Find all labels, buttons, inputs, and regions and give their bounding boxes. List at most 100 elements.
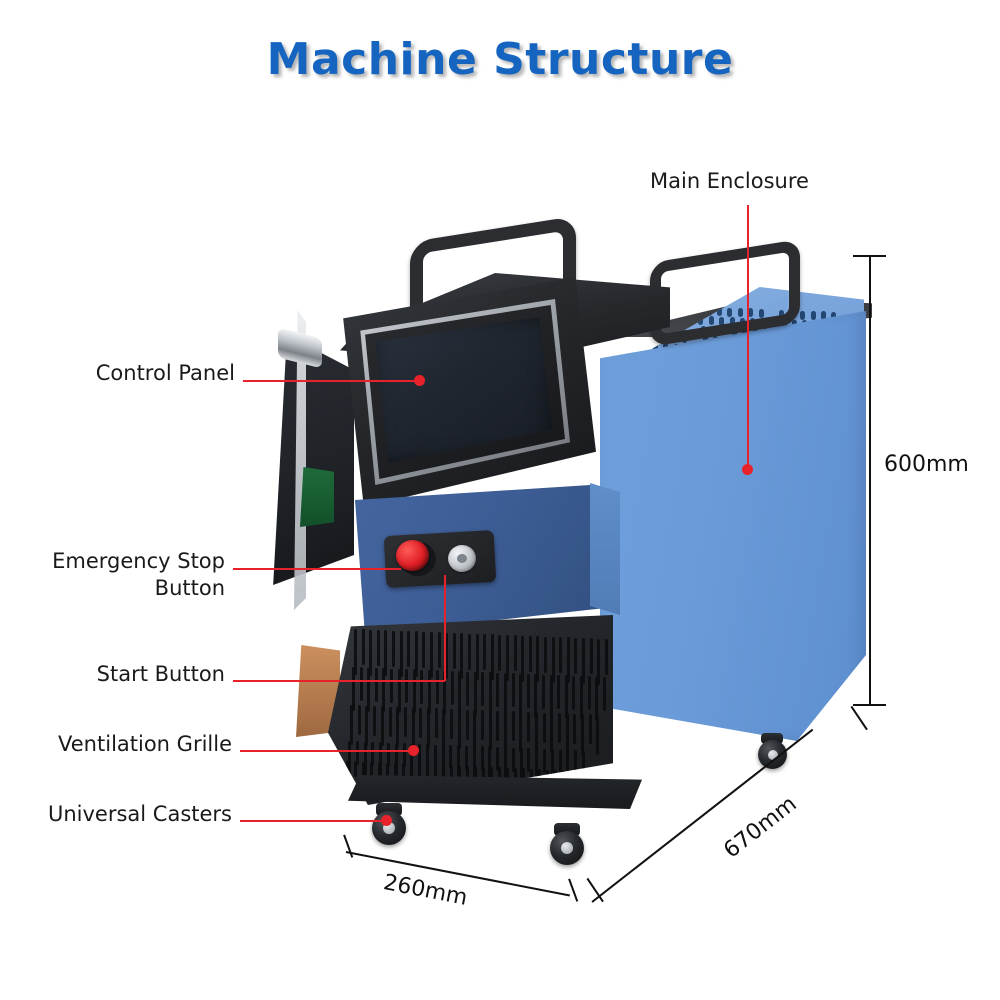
ventilation-slot bbox=[411, 707, 415, 748]
ventilation-slot bbox=[536, 636, 540, 683]
enclosure-perforation bbox=[632, 341, 638, 351]
ventilation-slot bbox=[450, 708, 454, 739]
ventilation-slot bbox=[380, 706, 384, 747]
ventilation-slot bbox=[412, 669, 416, 714]
chrome-connector-port bbox=[278, 327, 322, 369]
dimension-label-width: 260mm bbox=[381, 870, 470, 911]
ventilation-slot bbox=[433, 744, 437, 769]
ventilation-slot bbox=[373, 705, 377, 736]
ventilation-slot bbox=[426, 744, 429, 779]
ventilation-slot bbox=[473, 671, 477, 716]
ventilation-slot bbox=[346, 761, 349, 787]
ventilation-slot bbox=[397, 668, 401, 713]
ventilation-slot bbox=[565, 713, 569, 754]
ventilation-slot bbox=[428, 670, 431, 714]
ventilation-slot bbox=[361, 629, 365, 666]
ventilation-slot bbox=[445, 632, 449, 679]
leader-dot-ventilation-grille bbox=[408, 745, 419, 756]
ventilation-slot bbox=[466, 671, 469, 706]
enclosure-perforation bbox=[711, 325, 716, 335]
ventilation-slot bbox=[557, 713, 561, 744]
ventilation-slot bbox=[472, 746, 476, 781]
ventilation-slot bbox=[535, 748, 539, 783]
callout-label-main-enclosure: Main Enclosure bbox=[650, 169, 809, 193]
ventilation-slot bbox=[410, 743, 414, 778]
ventilation-slot bbox=[475, 633, 479, 680]
leader-dot-control-panel bbox=[414, 375, 425, 386]
enclosure-perforation bbox=[750, 318, 756, 328]
ventilation-slot bbox=[498, 767, 501, 784]
ventilation-slot bbox=[450, 670, 454, 705]
ventilation-slot bbox=[504, 711, 507, 751]
enclosure-perforation bbox=[682, 334, 687, 344]
ventilation-slot bbox=[511, 711, 515, 742]
enclosure-perforation bbox=[737, 308, 743, 318]
ventilation-slot bbox=[528, 635, 532, 672]
leader-line-main-enclosure bbox=[747, 205, 749, 470]
leader-line-start-button-vertical bbox=[444, 575, 446, 681]
ventilation-slot bbox=[449, 745, 453, 770]
ventilation-slot bbox=[511, 673, 515, 708]
ventilation-slot bbox=[582, 750, 585, 785]
ventilation-slot bbox=[435, 670, 439, 705]
ventilation-slot bbox=[405, 669, 409, 704]
enclosure-perforation bbox=[731, 326, 737, 336]
ventilation-slot bbox=[534, 712, 538, 753]
ventilation-slot bbox=[402, 743, 406, 768]
ventilation-slot bbox=[506, 635, 509, 681]
ventilation-slot bbox=[513, 635, 517, 672]
ventilation-slot bbox=[394, 742, 398, 777]
enclosure-perforation bbox=[760, 318, 766, 328]
ventilation-slot bbox=[414, 631, 418, 678]
ventilation-slot bbox=[418, 764, 421, 781]
ventilation-slot bbox=[399, 630, 403, 677]
ventilation-slot bbox=[557, 675, 561, 710]
ventilation-slot bbox=[362, 761, 365, 788]
callout-label-start-button: Start Button bbox=[96, 662, 225, 686]
enclosure-perforation bbox=[831, 311, 837, 321]
ventilation-slot bbox=[597, 638, 601, 685]
ventilation-slot bbox=[589, 638, 593, 675]
ventilation-slot bbox=[480, 710, 484, 741]
enclosure-perforation bbox=[719, 316, 725, 326]
ventilation-slot bbox=[527, 711, 531, 742]
enclosure-perforation bbox=[821, 311, 826, 321]
enclosure-perforation bbox=[810, 310, 816, 320]
ventilation-slot bbox=[427, 708, 430, 748]
enclosure-perforation bbox=[742, 327, 748, 337]
ventilation-slot bbox=[370, 762, 373, 779]
ventilation-slot bbox=[566, 749, 570, 784]
ventilation-slot bbox=[390, 668, 393, 703]
enclosure-perforation bbox=[748, 308, 754, 318]
ventilation-slot bbox=[587, 676, 591, 711]
ventilation-slot bbox=[526, 673, 530, 708]
enclosure-perforation bbox=[717, 307, 722, 317]
ventilation-slot bbox=[354, 629, 357, 675]
enclosure-perforation bbox=[727, 307, 733, 317]
ventilation-slot bbox=[574, 637, 578, 674]
ventilation-slot bbox=[504, 747, 507, 782]
enclosure-perforation bbox=[740, 317, 745, 327]
enclosure-perforation bbox=[781, 319, 787, 329]
ventilation-slot bbox=[595, 676, 599, 721]
ventilation-slot bbox=[457, 709, 461, 750]
enclosure-perforation bbox=[729, 317, 735, 327]
ventilation-slot bbox=[488, 710, 492, 751]
ventilation-slot bbox=[396, 706, 400, 747]
left-side-housing bbox=[273, 335, 354, 585]
ventilation-slot bbox=[352, 667, 355, 711]
ventilation-slot bbox=[473, 709, 477, 750]
ventilation-slot bbox=[450, 765, 453, 782]
ventilation-slot bbox=[490, 634, 494, 681]
ventilation-slot bbox=[572, 675, 576, 710]
ventilation-slot bbox=[465, 709, 469, 740]
ventilation-slot bbox=[519, 748, 523, 783]
ventilation-slot bbox=[596, 714, 600, 755]
ventilation-slot bbox=[441, 744, 445, 779]
ventilation-slot bbox=[483, 634, 487, 671]
ventilation-slot bbox=[418, 743, 422, 768]
ventilation-slot bbox=[348, 741, 351, 775]
ventilation-slot bbox=[514, 768, 517, 785]
ventilation-slot bbox=[388, 706, 392, 737]
ventilation-slot bbox=[488, 746, 492, 781]
